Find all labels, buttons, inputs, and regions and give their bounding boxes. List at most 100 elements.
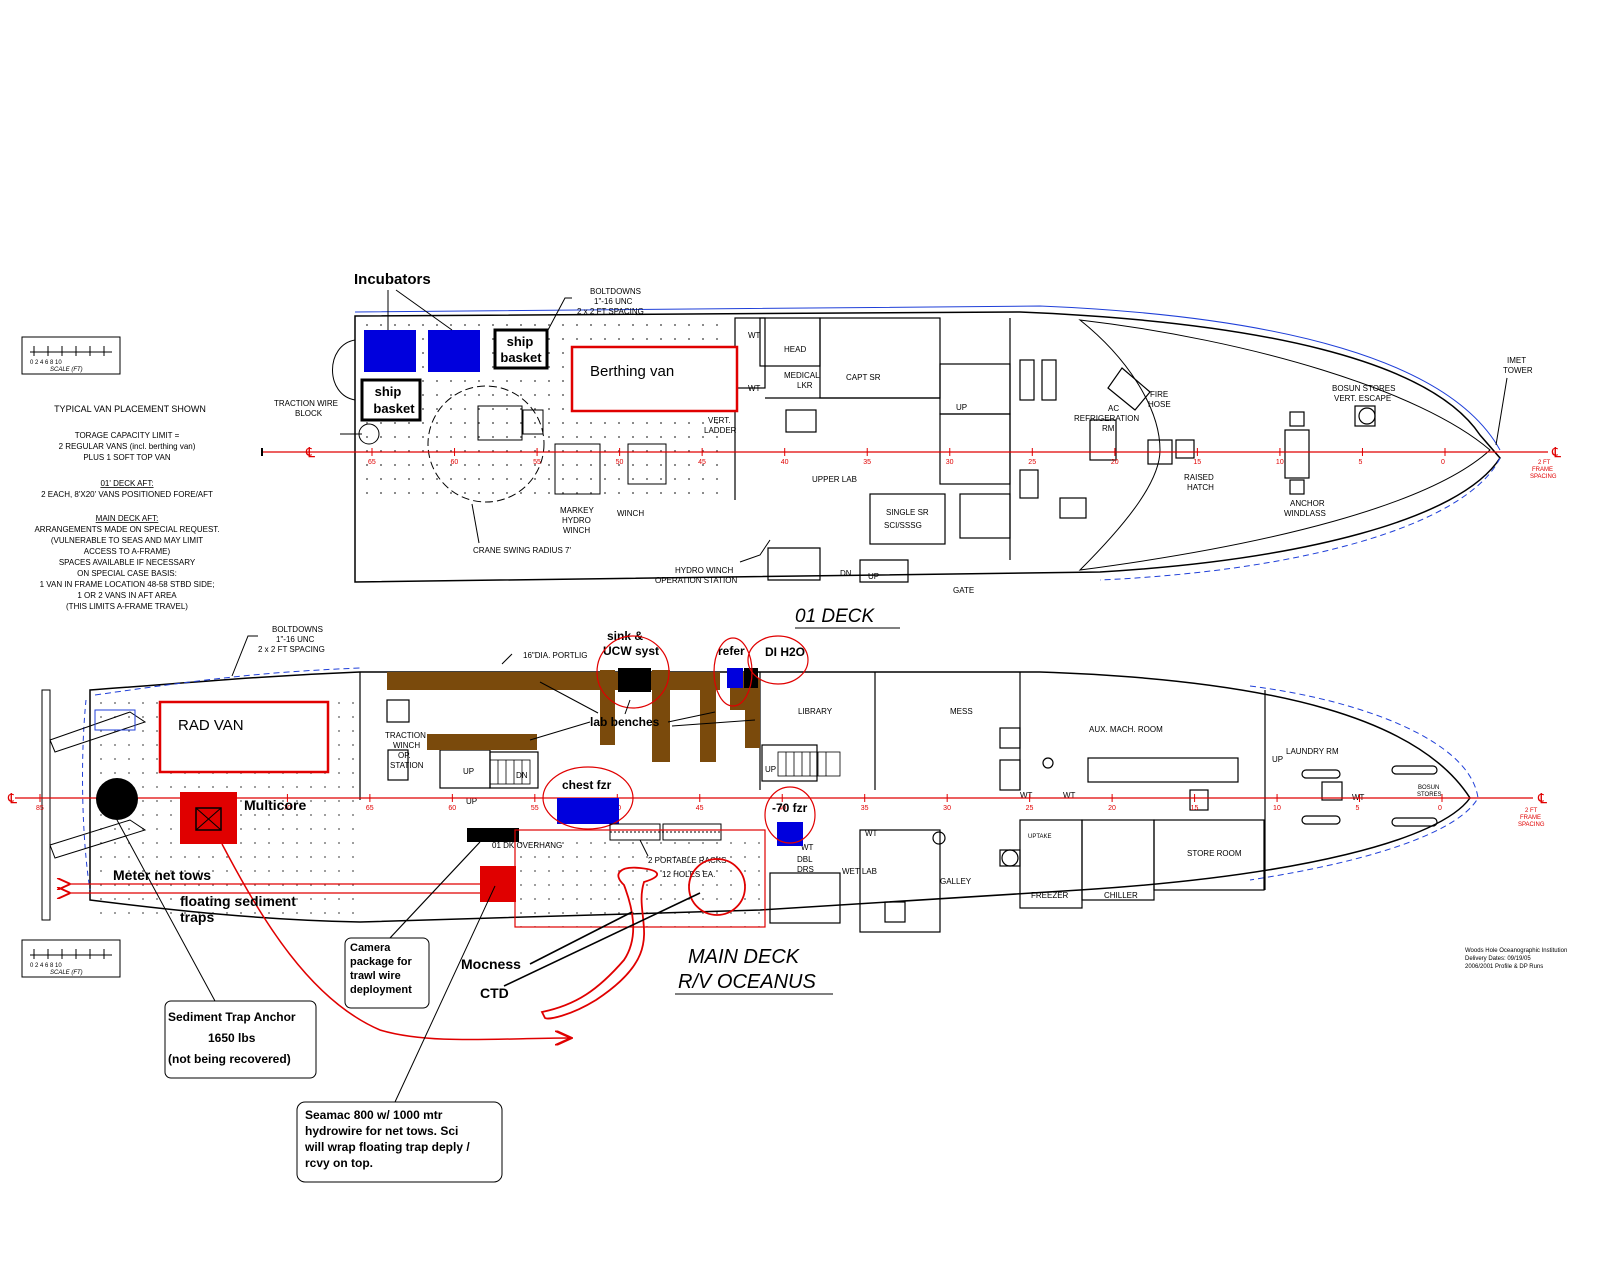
pointer-line [116,819,216,1002]
up-label: UP [956,403,967,412]
notes-line: TORAGE CAPACITY LIMIT = [75,431,180,440]
frame-number: 0 [1441,459,1445,466]
pointer-line [395,289,453,331]
notes-line: (THIS LIMITS A-FRAME TRAVEL) [66,602,188,611]
deck01-title: 01 DECK [795,606,876,627]
centerline-symbol: ℄ [7,790,17,806]
frame-number: 30 [946,459,954,466]
anchor-callout-label: Sediment Trap Anchor [168,1010,296,1024]
scale-bar-bottom: 0 2 4 6 8 10 SCALE (FT) [21,939,121,978]
pointer-line [394,885,496,1103]
credit-line: 2006/2001 Profile & DP Runs [1465,964,1543,970]
frame-number: 5 [1356,805,1360,812]
sink-label: UCW syst [603,644,659,658]
deck01-hull [354,311,1501,583]
scale-bar-top: 0 2 4 6 8 10 SCALE (FT) [21,336,121,375]
raised-hatch-label: HATCH [1187,483,1214,492]
ctd-label: CTD [480,985,509,1001]
single-sr-label: SCI/SSSG [884,521,922,530]
ac-label: RM [1102,424,1115,433]
frame-spacing-label: 2 FT [1525,808,1538,814]
frame-number: 55 [533,459,541,466]
camera-label: deployment [350,984,412,996]
fire-hose-label: HOSE [1148,400,1171,409]
vert-ladder-label: VERT. [708,416,731,425]
frame-number: 0 [1438,805,1442,812]
wt-label: WT [801,843,814,852]
highlight-circle [764,786,816,844]
notes-line: 2 REGULAR VANS (incl. berthing van) [59,442,196,451]
scale-label: SCALE (FT) [50,970,83,976]
winch-label: WINCH [617,509,644,518]
notes-heading: 01' DECK AFT: [100,479,153,488]
frame-number: 35 [861,805,869,812]
chiller-label: CHILLER [1104,891,1138,900]
floating-traps-label: traps [180,909,214,925]
chest-freezer [557,798,619,824]
frame-number: 35 [863,459,871,466]
main-deck-title: MAIN DECK [688,946,801,968]
frame-number: 10 [1273,805,1281,812]
pointer-line [501,653,513,665]
markey-label: MARKEY [560,506,594,515]
frame-number: 40 [781,459,789,466]
frame-spacing-label: 2 FT [1538,460,1551,466]
library-label: LIBRARY [798,707,833,716]
ship-basket-top [493,328,549,370]
pointer-line [231,635,258,677]
centerline-symbol: ℄ [1551,444,1561,460]
frame-number: 25 [1028,459,1036,466]
wt-label: WT [1020,791,1033,800]
traction-wire-label: BLOCK [295,409,323,418]
overhang-label: 01 DK OVERHANG [492,841,562,850]
notes-line: 1 VAN IN FRAME LOCATION 48-58 STBD SIDE; [40,580,215,589]
boltdowns-label: BOLTDOWNS [272,625,323,634]
frame-number: 15 [1191,805,1199,812]
multicore-frame [195,807,222,831]
dbl-drs-label: DBL [797,855,813,864]
medical-label: MEDICAL [784,371,820,380]
frame-number: 65 [366,805,374,812]
scale-ticks: 0 2 4 6 8 10 [30,360,62,366]
freezer-label: FREEZER [1031,891,1069,900]
up-label: UP [868,572,879,581]
anchor-callout-box [164,1000,317,1079]
fire-hose-label: FIRE [1150,390,1168,399]
traction-wire-label: TRACTION WIRE [274,399,338,408]
centerline-symbol: ℄ [305,444,315,460]
boltdowns-label: 1"-16 UNC [594,297,633,306]
uptake-label: UPTAKE [1028,834,1052,840]
dn-label: DN [840,569,852,578]
camera-label: trawl wire [350,970,401,982]
mocness-net [540,866,658,1020]
scale-label: SCALE (FT) [50,367,83,373]
incubator-2 [428,330,480,372]
up-label: UP [466,797,477,806]
camera-label: package for [350,956,412,968]
incubator-1 [364,330,416,372]
crane-swing-label: CRANE SWING RADIUS 7' [473,546,571,555]
frame-number: 60 [451,459,459,466]
single-sr-label: SINGLE SR [886,508,929,517]
multicore-label: Multicore [244,797,306,813]
foredeck-line [1078,319,1491,571]
multicore-transfer-arrow [221,843,570,1040]
pointer-line [503,892,701,987]
ship-basket-label: basket [373,401,415,416]
frame-number: 70 [283,805,291,812]
notes-line: ON SPECIAL CASE BASIS: [77,569,177,578]
notes-line: (VULNERABLE TO SEAS AND MAY LIMIT [51,536,203,545]
highlight-circle [747,635,809,685]
imet-label: TOWER [1503,366,1533,375]
notes-line: SPACES AVAILABLE IF NECESSARY [59,558,196,567]
main-deck-title: R/V OCEANUS [678,971,816,993]
di-h2o-label: DI H2O [765,645,805,659]
wt-label: WT [865,829,878,838]
notes-line: 2 EACH, 8'X20' VANS POSITIONED FORE/AFT [41,490,213,499]
gate-label: GATE [953,586,974,595]
floating-traps-label: floating sediment [180,893,296,909]
notes-line: PLUS 1 SOFT TOP VAN [83,453,171,462]
pointer-line [529,911,633,965]
laundry-label: LAUNDRY RM [1286,747,1339,756]
